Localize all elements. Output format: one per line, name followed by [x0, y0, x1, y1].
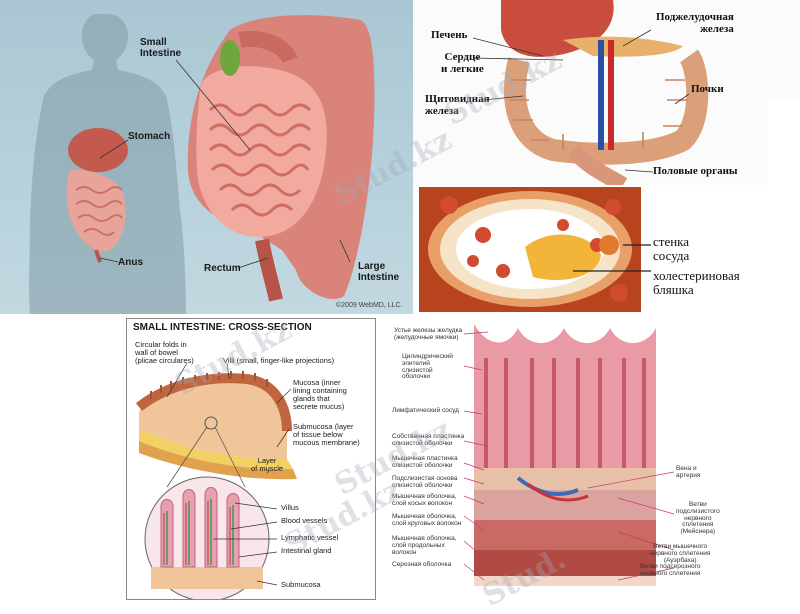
- copyright-text: ©2009 WebMD, LLC.: [336, 302, 403, 309]
- label-submucosa-top: Submucosa (layer of tissue below mucous …: [293, 422, 360, 447]
- wall-label-5: Мышечная пластинка слизистой оболочки: [392, 455, 458, 469]
- wall-label-auerbach: Ветви мышечного нервного сплетения (Ауэр…: [650, 543, 711, 564]
- abdominal-organs-illustration: [472, 0, 800, 185]
- wall-label-10: Серозная оболочка: [392, 561, 452, 568]
- label-thyroid: Щитовидная железа: [425, 93, 490, 117]
- label-cholesterol-plaque: холестериновая бляшка: [653, 268, 740, 297]
- label-blood-vessels: Blood vessels: [281, 516, 328, 525]
- wall-label-meissner: Ветви подслизистого нервного сплетения (…: [676, 501, 720, 536]
- label-anus: Anus: [118, 257, 143, 268]
- wall-label-1: Устье железы желудка (желудочные ямочки): [394, 327, 463, 341]
- vessel-plaque-illustration: [419, 187, 651, 312]
- label-submucosa-bottom: Submucosa: [281, 580, 321, 589]
- label-lymphatic-vessel: Lymphatic vessel: [281, 533, 339, 542]
- label-liver: Печень: [431, 29, 468, 41]
- label-small-intestine: Small Intestine: [140, 37, 182, 59]
- label-heart-lungs: Сердце и легкие: [441, 51, 484, 75]
- label-circular-folds: Circular folds in wall of bowel (plicae …: [135, 340, 194, 365]
- wall-label-9: Мышечная оболочка, слой продольных волок…: [392, 535, 457, 556]
- label-intestinal-gland: Intestinal gland: [281, 546, 332, 555]
- digestive-system-illustration: [29, 14, 375, 314]
- label-vessel-wall: стенка сосуда: [653, 234, 690, 263]
- wall-label-3: Лимфатический сосуд: [392, 407, 459, 414]
- small-intestine-cross-section-panel: SMALL INTESTINE: CROSS-SECTION Circular …: [126, 318, 376, 600]
- cross-section-illustration: [135, 362, 297, 599]
- wall-label-7: Мышечная оболочка, слой косых волокон: [392, 493, 457, 507]
- label-muscle-layer: Layer of muscle: [251, 456, 284, 473]
- vessel-plaque-panel: стенка сосуда холестериновая бляшка: [413, 185, 800, 314]
- label-genitals: Половые органы: [653, 165, 738, 177]
- wall-label-8: Мышечная оболочка, слой круговых волокон: [392, 513, 462, 527]
- label-villus: Villus: [281, 503, 299, 512]
- cross-section-title: SMALL INTESTINE: CROSS-SECTION: [133, 322, 312, 333]
- label-kidneys: Почки: [691, 83, 724, 95]
- digestive-system-panel: Small Intestine Stomach Anus Rectum Larg…: [0, 0, 413, 314]
- intestinal-wall-illustration: [463, 324, 675, 586]
- wall-label-6: Подслизистая основа слизистой оболочки: [392, 475, 458, 489]
- label-rectum: Rectum: [204, 263, 241, 274]
- wall-label-2: Цилиндрический эпителий слизистой оболоч…: [402, 353, 453, 381]
- label-large-intestine: Large Intestine: [358, 261, 400, 283]
- label-villi: Villi (small, finger-like projections): [223, 356, 335, 365]
- wall-label-4: Собственная пластинка слизистой оболочки: [392, 433, 465, 447]
- label-pancreas: Поджелудочная железа: [656, 11, 734, 35]
- wall-label-subserous: Ветви подсерозного нервного сплетения: [640, 563, 701, 577]
- abdominal-organs-panel: Печень Сердце и легкие Щитовидная железа…: [413, 0, 800, 185]
- intestinal-wall-panel: Устье железы желудка (желудочные ямочки)…: [378, 318, 800, 600]
- label-stomach: Stomach: [128, 131, 171, 142]
- wall-label-vein-artery: Вена и артерия: [676, 465, 701, 479]
- label-mucosa: Mucosa (inner lining containing glands t…: [293, 378, 347, 411]
